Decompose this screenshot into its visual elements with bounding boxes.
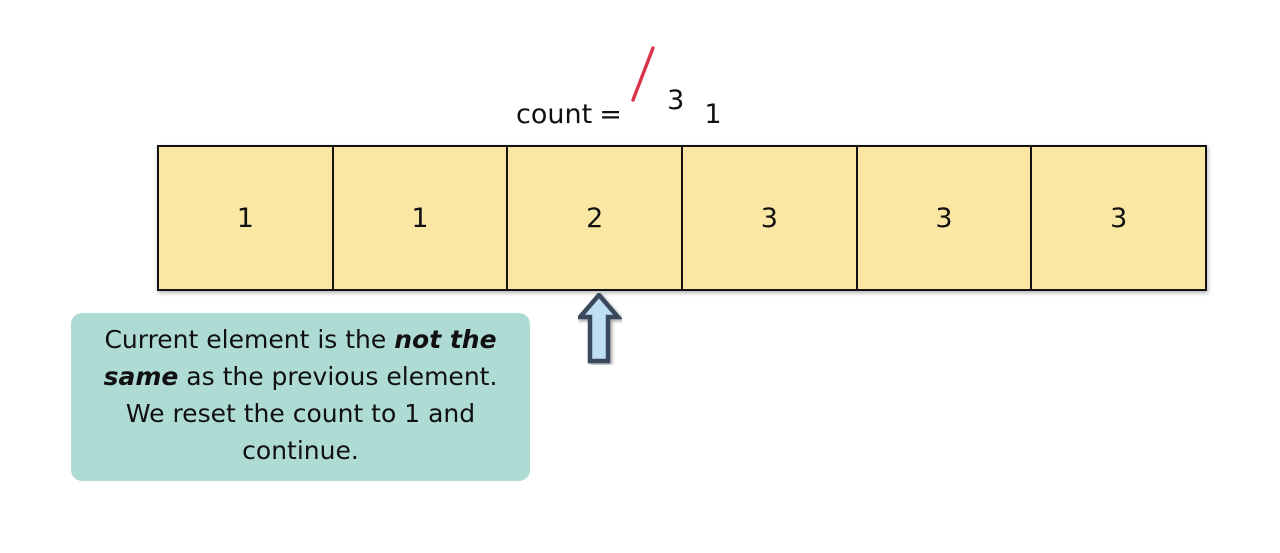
array-cell-value: 2	[586, 202, 604, 234]
count-equals-sign: =	[599, 98, 622, 130]
up-arrow-icon	[578, 293, 622, 364]
array-cell-value: 1	[236, 202, 254, 234]
count-new-value: 1	[704, 98, 722, 130]
array-cell[interactable]: 3	[856, 145, 1032, 291]
explanation-box: Current element is the not the same as t…	[71, 313, 530, 481]
count-label: count = 3 1	[516, 46, 722, 134]
explanation-tail: as the previous element. We reset the co…	[125, 362, 498, 465]
count-old-value: 3	[667, 85, 685, 116]
explanation-text: Current element is the not the same as t…	[85, 321, 516, 469]
explanation-lead: Current element is the	[104, 325, 395, 354]
array-cell-value: 3	[1110, 202, 1128, 234]
array-cell-value: 3	[935, 202, 953, 234]
array-cell[interactable]: 3	[682, 145, 857, 291]
count-label-word: count	[516, 98, 593, 130]
array-cell[interactable]: 2	[507, 145, 683, 291]
strikethrough-slash-icon	[631, 46, 655, 102]
array-cell-value: 3	[760, 202, 778, 234]
array-cell[interactable]: 3	[1031, 145, 1208, 291]
array-cell-value: 1	[411, 202, 429, 234]
array-cell[interactable]: 1	[332, 145, 508, 291]
array-cell[interactable]: 1	[157, 145, 333, 291]
array-row: 1 1 2 3 3 3	[157, 145, 1208, 291]
explanation-emphasis: not the same	[103, 325, 497, 391]
